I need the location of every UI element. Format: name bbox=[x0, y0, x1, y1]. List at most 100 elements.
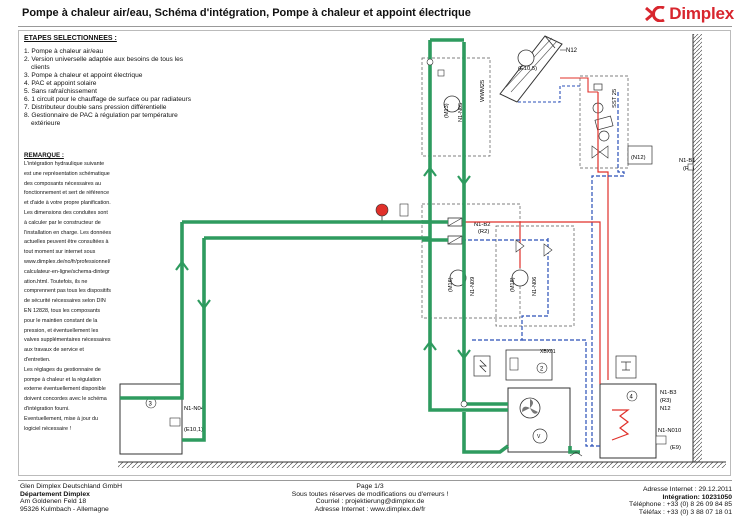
integration-id: Intégration: 10231050 bbox=[662, 493, 732, 501]
step-item: 4. PAC et appoint solaire bbox=[24, 80, 97, 87]
step-item: extérieure bbox=[31, 120, 61, 127]
manager-label: XBX01 bbox=[540, 349, 556, 355]
check-valve-icon bbox=[515, 239, 525, 253]
heating-flow-to-circuit bbox=[520, 221, 601, 226]
remark-line: www.dimplex.de/no/fr/professionnel/ bbox=[24, 258, 111, 265]
remark-line: Les dimensions des conduites sont bbox=[24, 209, 108, 216]
step-item: 1. Pompe à chaleur air/eau bbox=[24, 48, 104, 55]
remarks-heading: REMARQUE : bbox=[24, 152, 64, 159]
pump-m13-label: (M13) bbox=[444, 103, 450, 118]
solar-return-line bbox=[518, 85, 580, 103]
safety-valve-icon bbox=[399, 203, 409, 217]
contact-web[interactable]: Adresse Internet : www.dimplex.de/fr bbox=[314, 505, 426, 513]
fan-blades bbox=[522, 399, 538, 414]
remark-line: tout moment sur internet sous bbox=[24, 249, 96, 256]
remark-line: ation.html. Toutefois, ils ne bbox=[24, 278, 88, 285]
step-item: 5. Sans rafraîchissement bbox=[24, 88, 97, 95]
pump-m18-label: (M18) bbox=[510, 277, 516, 292]
remarks: REMARQUE : L'intégration hydraulique sui… bbox=[24, 151, 154, 434]
contact-mail[interactable]: Courriel : projektierung@dimplex.de bbox=[315, 498, 425, 506]
component-2-number: 2 bbox=[540, 367, 544, 373]
footer-center: Page 1/3 Sous toutes réserves de modific… bbox=[250, 483, 490, 513]
collector-controller-label: N12 bbox=[566, 48, 578, 54]
page-title: Pompe à chaleur air/eau, Schéma d'intégr… bbox=[22, 7, 471, 19]
component-4-number: 4 bbox=[630, 395, 634, 401]
compressor-icon bbox=[532, 428, 548, 444]
pump-m18-icon bbox=[511, 269, 529, 287]
solar-station-components bbox=[591, 83, 614, 159]
steps-heading: ETAPES SELECTIONNEES : bbox=[24, 35, 117, 42]
step-item: 2. Version universelle adaptée aux besoi… bbox=[24, 56, 184, 63]
remark-line: de sécurité nécessaires selon DIN bbox=[24, 298, 106, 305]
dhw-station-box bbox=[421, 57, 491, 157]
remark-line: L'intégration hydraulique suivante bbox=[24, 161, 105, 167]
dhw-station-label: WWM25 bbox=[480, 80, 486, 102]
remark-line: des composants nécessaires au bbox=[24, 180, 102, 187]
document-date: Adresse Internet : 29.12.2011 bbox=[642, 486, 732, 493]
return-sensor-label: N1-B2 bbox=[474, 222, 490, 228]
remark-line: comprennent pas tous les dispositifs bbox=[24, 288, 111, 295]
tank-heater-ref: (E9) bbox=[670, 445, 681, 451]
tank-sensor-label: N1-B3 bbox=[660, 390, 676, 396]
remark-line: est une représentation schématique bbox=[24, 170, 110, 177]
pump-m16-label: (M16) bbox=[448, 277, 454, 292]
solar-station-label: SST 25 bbox=[612, 89, 618, 108]
dimplex-logo: Dimplex bbox=[644, 4, 734, 24]
remark-line: calculateur-en-ligne/schema-dintegr bbox=[24, 268, 110, 275]
collector-sensor-label: (E10,5) bbox=[518, 66, 537, 72]
tank-coil bbox=[611, 409, 630, 441]
outdoor-sensor-icon bbox=[687, 163, 694, 171]
pump-m16-icon bbox=[449, 269, 467, 287]
company-name: Glen Dimplex Deutschland GmbH bbox=[20, 483, 122, 490]
valve-icon bbox=[426, 58, 434, 66]
heating-circuit-box bbox=[495, 225, 575, 327]
sensor-e10-1-label: (E10,1) bbox=[184, 427, 203, 433]
remark-line: à calculer par le constructeur de bbox=[24, 219, 101, 226]
remark-line: valves supplémentaires nécessaires bbox=[24, 337, 111, 344]
footer-company: Glen Dimplex Deutschland GmbH Départemen… bbox=[20, 483, 122, 513]
floor-hatching bbox=[118, 462, 726, 468]
solar-controller-label: (N12) bbox=[631, 155, 646, 161]
remark-line: d'intégration fourni. bbox=[24, 405, 70, 412]
remark-line: pompe à chaleur et la régulation bbox=[24, 376, 102, 383]
step-item: 3. Pompe à chaleur et appoint électrique bbox=[24, 72, 143, 79]
remark-line: pour le maintien constant de la bbox=[24, 317, 98, 324]
remark-line: et d'aide à votre propre planification. bbox=[24, 200, 111, 207]
pump-m13-icon bbox=[443, 95, 461, 113]
remark-line: Les réglages du gestionnaire de bbox=[24, 366, 101, 373]
step-item: 6. 1 circuit pour le chauffage de surfac… bbox=[24, 96, 192, 103]
check-valve-icon bbox=[543, 243, 553, 257]
pump-m18-id: N1-N06 bbox=[532, 277, 538, 296]
pump-m13-id: N1-N05 bbox=[458, 103, 464, 122]
remark-line: fonctionnement et sert de référence bbox=[24, 190, 110, 197]
company-department: Département Dimplex bbox=[20, 490, 90, 498]
remark-line: logiciel nécessaire ! bbox=[24, 425, 72, 432]
remark-line: pression, et éventuellement les bbox=[24, 327, 99, 334]
logo-text: Dimplex bbox=[669, 4, 734, 23]
component-4-badge bbox=[626, 390, 638, 402]
footer-divider bbox=[18, 480, 732, 481]
wall-hatching bbox=[693, 34, 702, 462]
remark-line: EN 12828, tous les composants bbox=[24, 307, 101, 314]
company-city: 95326 Kulmbach - Allemagne bbox=[20, 505, 109, 513]
step-item: clients bbox=[31, 64, 50, 71]
tank-heater-label: N1-N010 bbox=[658, 428, 681, 434]
solar-flow-line bbox=[560, 77, 598, 93]
remark-line: actuelles peuvent être consultées à bbox=[24, 239, 109, 246]
tank-heater-icon bbox=[655, 435, 667, 445]
heating-flow-line bbox=[462, 221, 521, 268]
page-number: Page 1/3 bbox=[356, 483, 384, 490]
component-2-badge bbox=[536, 362, 548, 374]
company-street: Am Goldenen Feld 18 bbox=[20, 498, 87, 506]
solar-collector: (E10,5) N12 bbox=[499, 35, 578, 103]
expansion-vessel-icon bbox=[375, 203, 389, 217]
contact-fax: Téléfax : +33 (0) 3 88 07 18 01 bbox=[638, 508, 732, 516]
step-item: 7. Distributeur double sans pression dif… bbox=[24, 104, 167, 111]
tank-sensor-ref: (R3) bbox=[660, 398, 671, 404]
sensor-n1-n04-label: N1-N04 bbox=[184, 406, 205, 412]
drain-icon bbox=[569, 451, 583, 457]
valve-icon bbox=[460, 400, 468, 408]
solar-return-to-tank bbox=[591, 92, 625, 446]
return-sensor-ref: (R2) bbox=[478, 229, 489, 235]
